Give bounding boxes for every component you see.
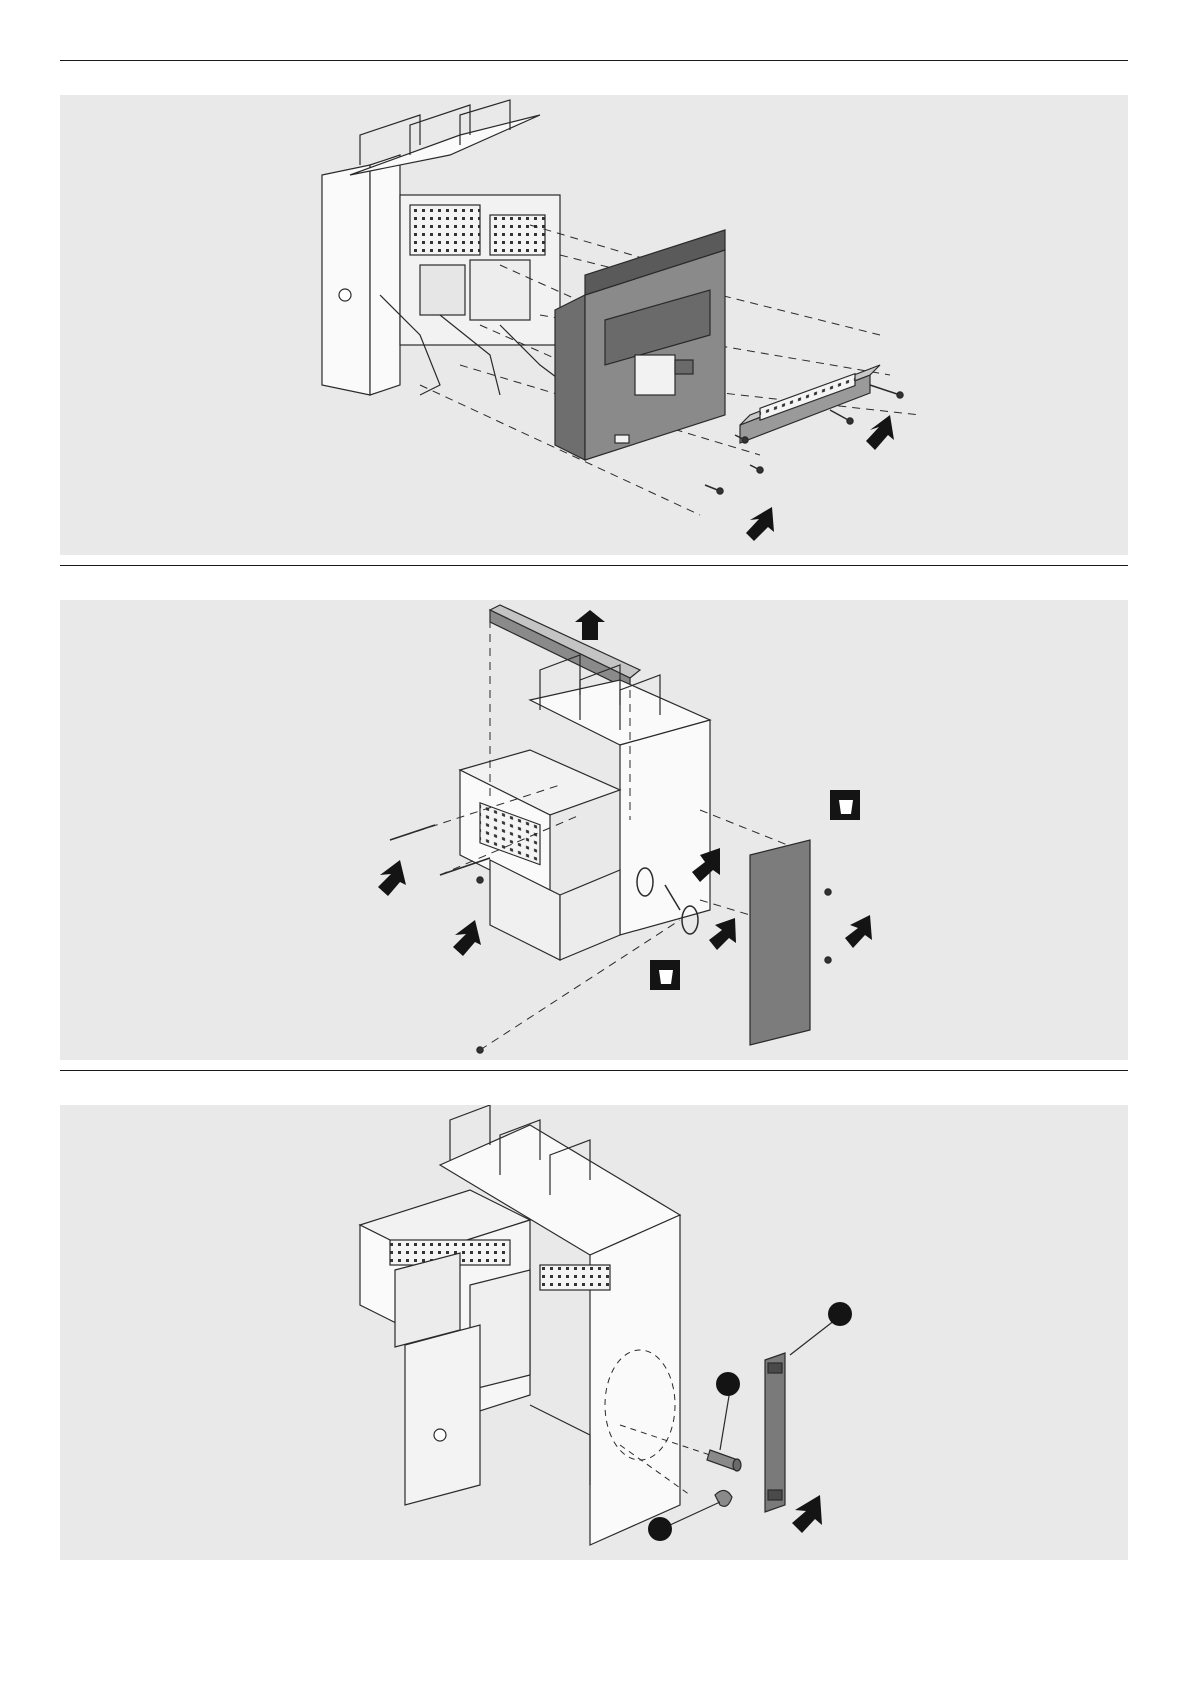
side-plate bbox=[765, 1353, 785, 1512]
front-cover bbox=[555, 230, 725, 460]
direction-arrow-icon bbox=[792, 1495, 822, 1533]
section-rule-2 bbox=[60, 1070, 1128, 1071]
top-strip bbox=[490, 605, 640, 690]
step-2-illustration bbox=[60, 600, 1128, 1060]
breaker-body bbox=[460, 655, 710, 960]
side-plate bbox=[750, 840, 810, 1045]
section-rule-1 bbox=[60, 565, 1128, 566]
step-1-panel bbox=[60, 95, 1128, 555]
breaker-body bbox=[322, 100, 560, 395]
clip bbox=[715, 1490, 732, 1506]
direction-arrow-icon bbox=[575, 610, 605, 640]
step-1-illustration bbox=[60, 95, 1128, 555]
callout-leaders bbox=[670, 1320, 835, 1525]
guide-lines bbox=[390, 620, 800, 1050]
step-3-panel bbox=[60, 1105, 1128, 1560]
pin bbox=[707, 1450, 741, 1471]
breaker-body bbox=[360, 1105, 680, 1545]
direction-arrow-icon bbox=[746, 415, 894, 541]
step-2-panel bbox=[60, 600, 1128, 1060]
step-3-illustration bbox=[60, 1105, 1128, 1560]
terminal-strip bbox=[740, 365, 880, 443]
top-rule bbox=[60, 60, 1128, 61]
